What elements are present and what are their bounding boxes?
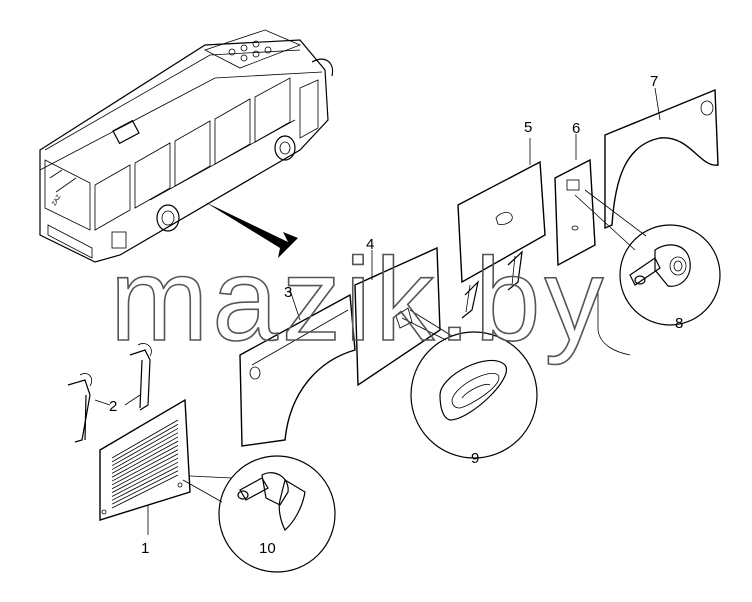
grille-slat	[111, 474, 179, 509]
lock-icon	[629, 244, 691, 287]
callout-1: 1	[141, 540, 149, 557]
grille-slat	[111, 432, 179, 470]
location-arrow	[205, 202, 298, 258]
bus-illustration: ZAZ	[39, 29, 334, 263]
callout-3: 3	[284, 284, 292, 301]
part-5-flat-panel	[457, 138, 546, 291]
grille-slat	[111, 466, 179, 501]
grille-slat	[111, 423, 179, 463]
grille-slat	[111, 453, 179, 490]
part-4-access-panel	[354, 246, 480, 387]
detail-8-lock-circle	[574, 189, 721, 326]
grille-slat	[111, 419, 179, 459]
grille-slat	[111, 440, 179, 478]
grille-slat	[111, 436, 179, 474]
grille-slat	[111, 457, 179, 493]
callout-6: 6	[572, 120, 580, 137]
part-6-narrow-panel	[554, 134, 596, 267]
grille-slat	[111, 470, 179, 505]
callout-4: 4	[366, 236, 374, 253]
part-2-brackets	[67, 343, 152, 443]
bus-front-badge: ZAZ	[52, 194, 63, 207]
callout-10: 10	[259, 540, 276, 557]
detail-9-handle-circle	[401, 309, 538, 459]
part-3-wheel-arch-panel	[239, 289, 356, 447]
part-1-grille-panel	[99, 398, 191, 535]
callout-7: 7	[650, 73, 658, 90]
grille-slat	[111, 449, 179, 486]
detail-10-latch-circle	[182, 455, 336, 573]
callout-9: 9	[471, 450, 479, 467]
grille-slat	[111, 461, 179, 497]
latch-icon	[237, 472, 306, 531]
callout-2: 2	[109, 398, 117, 415]
grille-slat	[111, 445, 179, 482]
callout-labels: 1 2 3 4 5 6 7 8 9 10	[109, 73, 683, 557]
part-7-rear-wheel-arch	[597, 87, 719, 356]
watermark-text: mazik.by	[110, 234, 608, 366]
callout-8: 8	[675, 315, 683, 332]
grille-slat	[111, 428, 179, 467]
callout-5: 5	[524, 119, 532, 136]
handle-recess-icon	[439, 359, 508, 421]
